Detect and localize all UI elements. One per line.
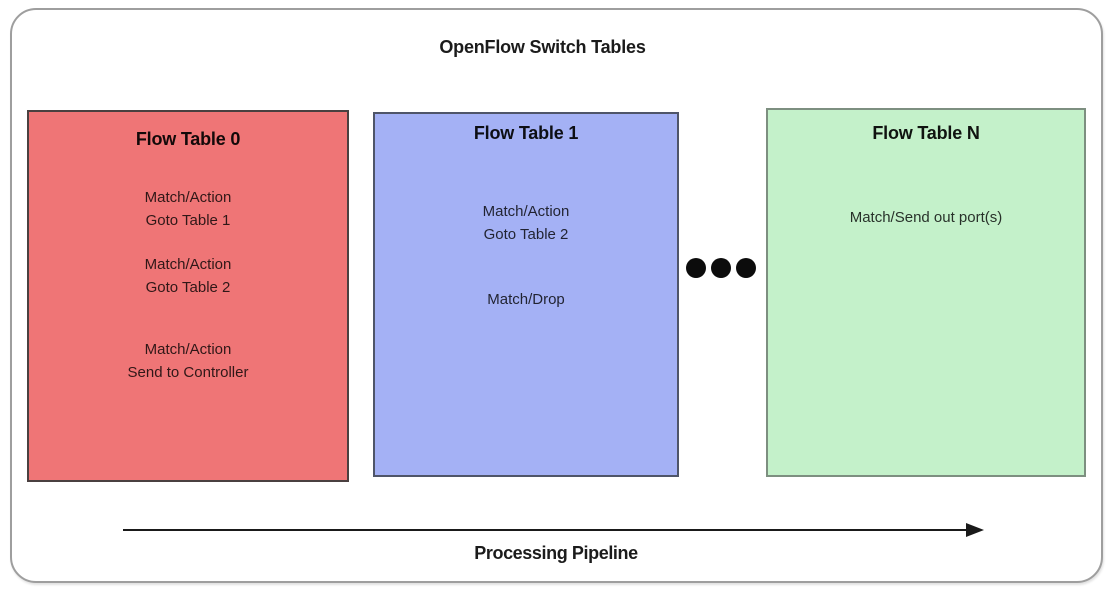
table-entry-line: Goto Table 1 [145,212,231,229]
table-entry-line: Match/Send out port(s) [849,209,1003,226]
pipeline-label: Processing Pipeline [474,543,638,563]
table-entry: Match/Action Goto Table 1 [29,186,347,232]
table-entry: Match/Action Goto Table 2 [375,200,677,246]
ellipsis-dot [711,258,731,278]
flow-table-n-box: Flow Table N Match/Send out port(s) [766,108,1086,477]
flow-table-0-box: Flow Table 0 Match/Action Goto Table 1 M… [27,110,349,482]
table-entry-line: Match/Action [144,189,232,206]
flow-table-0-title: Flow Table 0 [135,129,241,149]
arrow-head-icon [966,523,984,537]
table-entry-line: Goto Table 2 [483,226,569,243]
flow-table-n-title: Flow Table N [872,123,980,143]
table-entry-line: Match/Action [144,256,232,273]
pipeline-arrow-line [123,529,967,531]
table-entry: Match/Send out port(s) [768,206,1084,229]
flow-table-1-box: Flow Table 1 Match/Action Goto Table 2 M… [373,112,679,477]
table-entry: Match/Drop [375,288,677,311]
ellipsis-dot [736,258,756,278]
flow-table-1-title: Flow Table 1 [473,123,579,143]
table-entry-line: Send to Controller [127,364,249,381]
table-entry-line: Match/Action [144,341,232,358]
table-entry: Match/Action Send to Controller [29,338,347,384]
diagram-title: OpenFlow Switch Tables [439,37,646,57]
table-entry-line: Match/Drop [487,291,565,308]
table-entry-line: Match/Action [482,203,570,220]
ellipsis-icon [686,258,756,278]
ellipsis-dot [686,258,706,278]
table-entry: Match/Action Goto Table 2 [29,253,347,299]
table-entry-line: Goto Table 2 [145,279,231,296]
